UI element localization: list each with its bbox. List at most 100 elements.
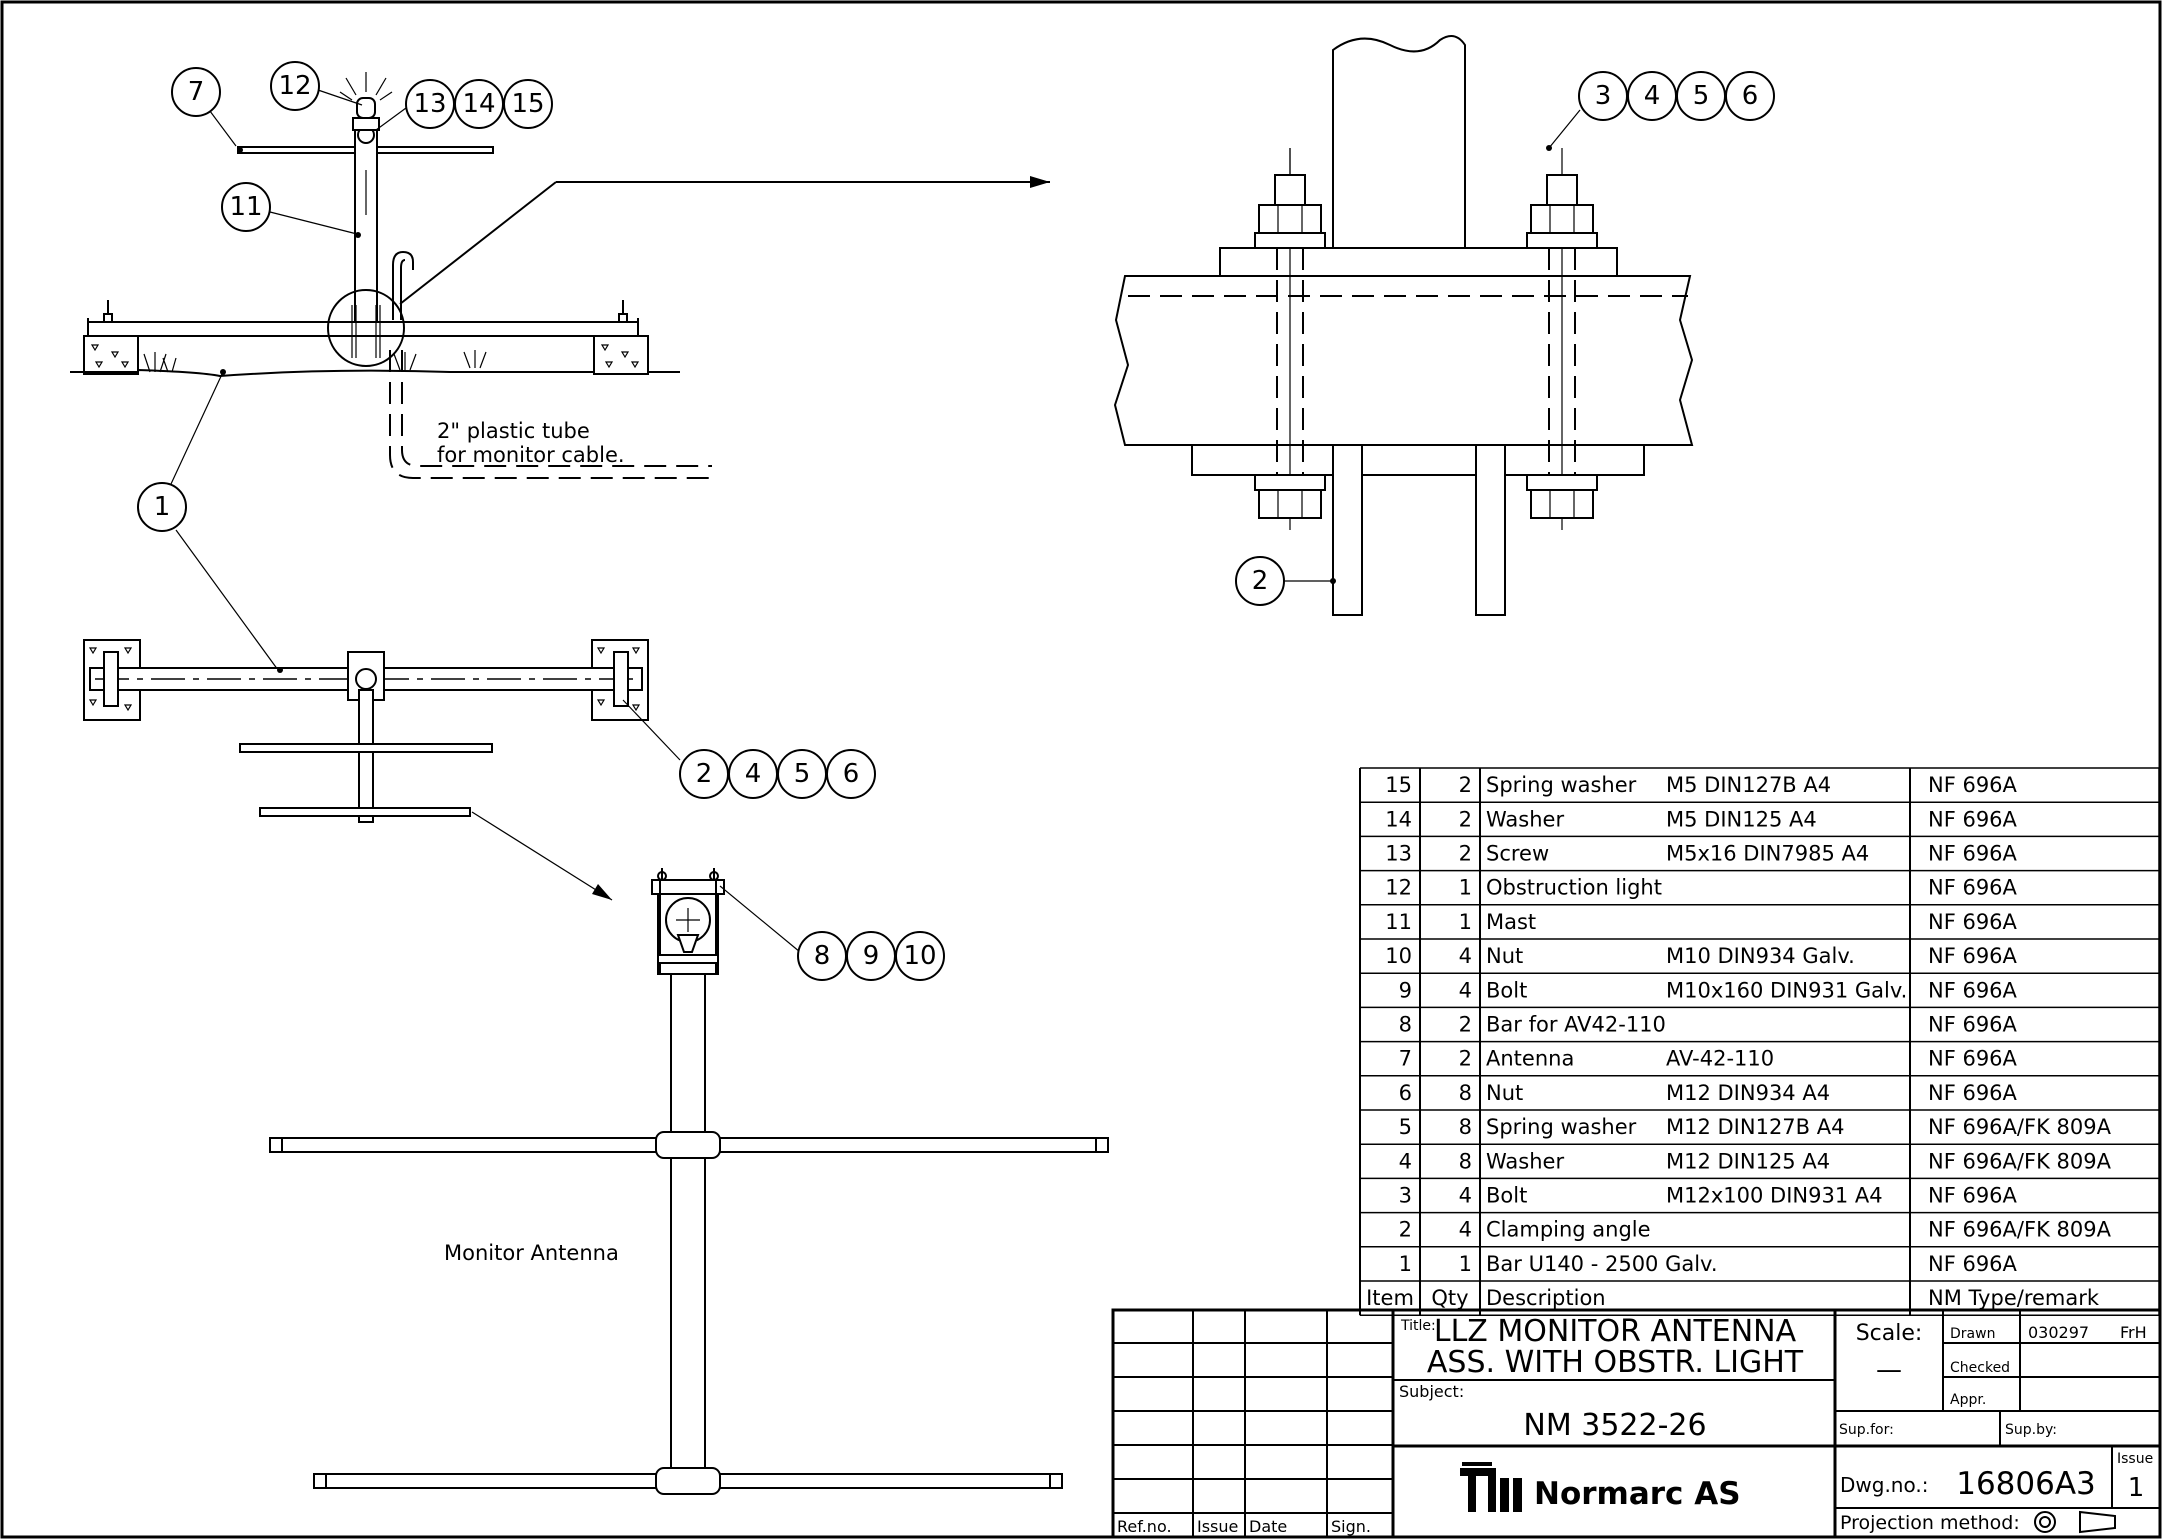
concrete-block-right: [593, 335, 649, 375]
callouts-detail: 3 4 5 6 2: [1235, 71, 1775, 606]
svg-text:5: 5: [794, 759, 811, 789]
antenna-bar-lower: [259, 807, 471, 817]
parts-row-type: NF 696A/FK 809A: [1928, 1149, 2112, 1173]
parts-row-item: 7: [1399, 1047, 1412, 1071]
parts-row-type: NF 696A: [1928, 842, 2018, 866]
svg-text:14: 14: [462, 89, 495, 119]
rev-header-refno: Ref.no.: [1117, 1517, 1172, 1536]
svg-text:4: 4: [745, 759, 762, 789]
svg-text:7: 7: [188, 77, 205, 107]
issue-number: 1: [2128, 1473, 2145, 1503]
parts-row-type: NF 696A: [1928, 1047, 2018, 1071]
plastic-tube-label-1: 2" plastic tube: [437, 419, 590, 443]
title-label: Title:: [1400, 1318, 1436, 1334]
parts-row-type: NF 696A: [1928, 876, 2018, 900]
parts-row-desc: Antenna: [1486, 1047, 1574, 1071]
supfor-label: Sup.for:: [1839, 1422, 1894, 1438]
parts-row-qty: 2: [1459, 1047, 1472, 1071]
parts-row-qty: 2: [1459, 1013, 1472, 1037]
dwg-label: Dwg.no.:: [1840, 1473, 1928, 1497]
parts-row-spec: M10 DIN934 Galv.: [1666, 944, 1855, 968]
drawn-label: Drawn: [1950, 1326, 1995, 1342]
projection-label: Projection method:: [1840, 1512, 2020, 1534]
plastic-tube-label-2: for monitor cable.: [437, 443, 625, 467]
parts-row-type: NF 696A/FK 809A: [1928, 1218, 2112, 1242]
parts-header-type: NM Type/remark: [1928, 1286, 2100, 1310]
drawing-title-line1: LLZ MONITOR ANTENNA: [1434, 1314, 1797, 1349]
appr-label: Appr.: [1950, 1392, 1986, 1408]
callout-15: [503, 79, 553, 129]
parts-row-qty: 1: [1459, 876, 1472, 900]
parts-row-spec: M12x100 DIN931 A4: [1666, 1184, 1883, 1208]
scale-label: Scale:: [1856, 1321, 1923, 1346]
parts-row-qty: 4: [1459, 1184, 1472, 1208]
parts-row-item: 14: [1385, 807, 1412, 831]
parts-row-desc: Bar U140 - 2500 Galv.: [1486, 1252, 1718, 1276]
title-block: Ref.no. Issue Date Sign. Title: LLZ MONI…: [1111, 1308, 2162, 1539]
parts-row-desc: Nut: [1486, 944, 1523, 968]
detail-circle: [327, 289, 405, 367]
supby-label: Sup.by:: [2005, 1422, 2057, 1438]
parts-row-spec: M12 DIN934 A4: [1666, 1081, 1830, 1105]
parts-row-type: NF 696A: [1928, 773, 2018, 797]
elevation-view: [70, 72, 1050, 479]
concrete-block-left: [83, 335, 139, 375]
checked-label: Checked: [1950, 1360, 2010, 1376]
svg-text:4: 4: [1644, 81, 1661, 111]
parts-row-item: 4: [1399, 1149, 1412, 1173]
parts-row-desc: Nut: [1486, 1081, 1523, 1105]
parts-header-item: Item: [1366, 1286, 1414, 1310]
parts-row-item: 10: [1385, 944, 1412, 968]
subject-label: Subject:: [1399, 1382, 1464, 1401]
parts-row-qty: 1: [1459, 1252, 1472, 1276]
parts-row-qty: 8: [1459, 1081, 1472, 1105]
parts-row-qty: 1: [1459, 910, 1472, 934]
parts-row-desc: Bar for AV42-110: [1486, 1013, 1666, 1037]
normarc-logo-icon: [1460, 1462, 1522, 1512]
callouts-plan: 2 4 5 6: [622, 699, 876, 799]
parts-row-qty: 2: [1459, 773, 1472, 797]
parts-row-desc: Mast: [1486, 910, 1536, 934]
parts-row-spec: M5x16 DIN7985 A4: [1666, 842, 1869, 866]
rev-header-sign: Sign.: [1331, 1517, 1371, 1536]
callouts-top: 7 12 13 14 15 11 1: [137, 61, 553, 671]
monitor-mast: [670, 973, 706, 1475]
svg-text:6: 6: [1742, 81, 1759, 111]
svg-text:11: 11: [229, 192, 262, 222]
parts-row-qty: 4: [1459, 978, 1472, 1002]
foundation-beam: [87, 321, 639, 337]
parts-row-qty: 4: [1459, 944, 1472, 968]
callout-11: [221, 182, 271, 232]
parts-row-type: NF 696A: [1928, 807, 2018, 831]
svg-text:3: 3: [1595, 81, 1612, 111]
plan-view: [83, 639, 649, 901]
parts-row-type: NF 696A: [1928, 910, 2018, 934]
parts-row-item: 6: [1399, 1081, 1412, 1105]
parts-row-spec: M10x160 DIN931 Galv.: [1666, 978, 1907, 1002]
parts-header-description: Description: [1486, 1286, 1606, 1310]
parts-row-desc: Bolt: [1486, 978, 1527, 1002]
obstruction-light-icon: [339, 72, 393, 131]
revision-grid: Ref.no. Issue Date Sign.: [1113, 1310, 1395, 1537]
subject-value: NM 3522-26: [1523, 1408, 1706, 1443]
parts-row-qty: 2: [1459, 842, 1472, 866]
svg-text:15: 15: [511, 89, 544, 119]
parts-row-type: NF 696A: [1928, 1013, 2018, 1037]
parts-row-spec: M5 DIN127B A4: [1666, 773, 1831, 797]
monitor-antenna-label: Monitor Antenna: [444, 1241, 619, 1265]
parts-row-spec: M5 DIN125 A4: [1666, 807, 1817, 831]
svg-text:10: 10: [903, 941, 936, 971]
parts-row-spec: AV-42-110: [1666, 1047, 1774, 1071]
parts-row-desc: Bolt: [1486, 1184, 1527, 1208]
company-name: Normarc AS: [1534, 1476, 1741, 1512]
parts-row-desc: Spring washer: [1486, 773, 1637, 797]
parts-row-item: 3: [1399, 1184, 1412, 1208]
scale-value: —: [1876, 1355, 1902, 1385]
parts-row-type: NF 696A/FK 809A: [1928, 1115, 2112, 1139]
antenna-bar-upper: [239, 743, 493, 753]
parts-row-type: NF 696A: [1928, 1252, 2018, 1276]
parts-row-type: NF 696A: [1928, 1184, 2018, 1208]
